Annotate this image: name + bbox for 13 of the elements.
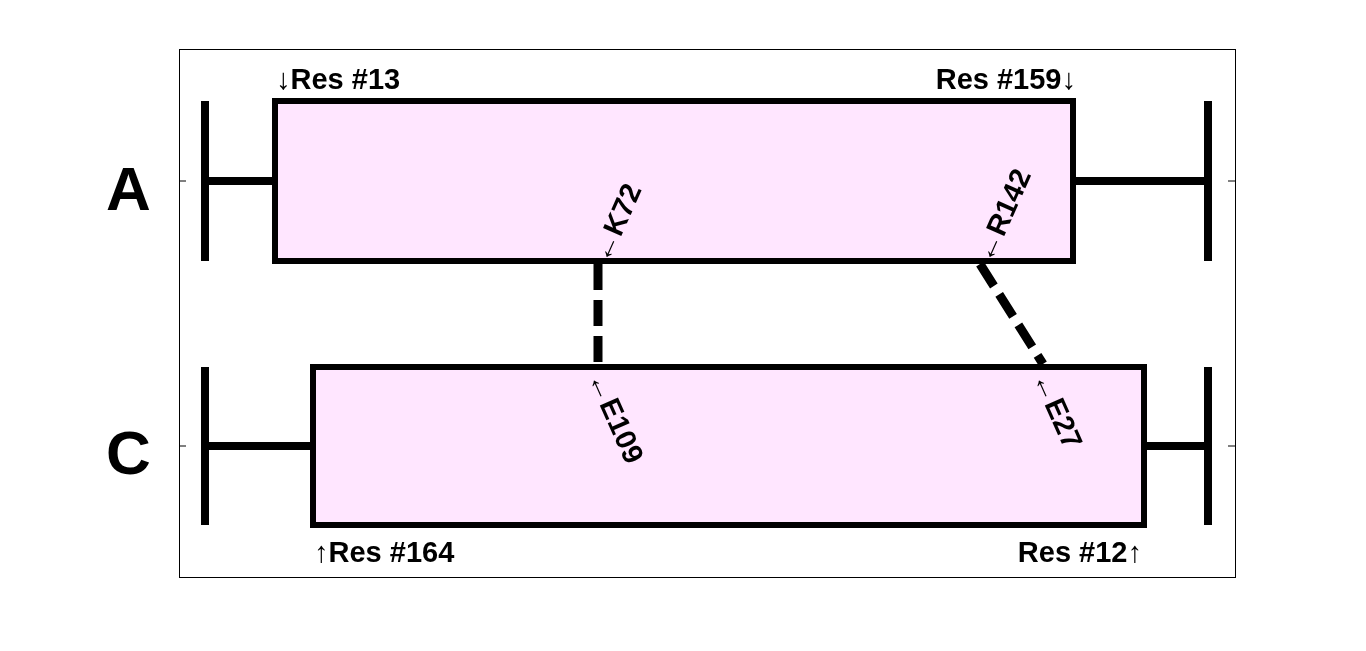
- residue-label: Res #159↓: [935, 65, 1076, 94]
- crosslink-line: [593, 264, 603, 364]
- residue-label: ↓Res #13: [276, 65, 401, 94]
- residue-label: ←K72: [586, 179, 647, 266]
- chain-label: C: [106, 422, 151, 484]
- residue-label: Res #12↑: [1017, 538, 1142, 567]
- crosslink-line: [976, 261, 1047, 367]
- chain-bar: [310, 364, 1147, 528]
- chain-bar: [272, 98, 1076, 264]
- residue-label: ←R142: [969, 164, 1037, 266]
- residue-label: ←E27: [1027, 367, 1088, 453]
- chain-label: A: [106, 158, 151, 220]
- residue-label: ↑Res #164: [314, 538, 455, 567]
